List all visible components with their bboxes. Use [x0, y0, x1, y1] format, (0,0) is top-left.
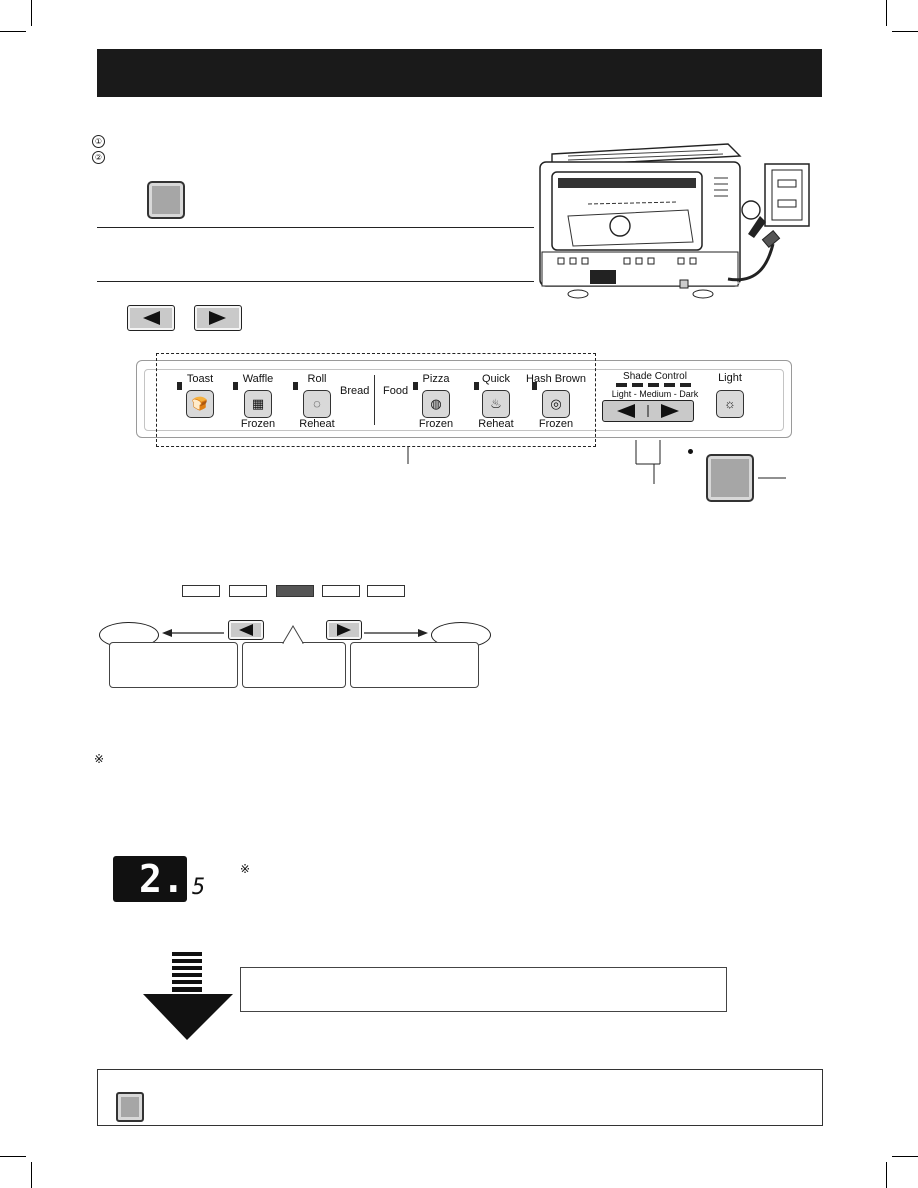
shade-level-3-selected [276, 585, 314, 597]
toast-led [177, 382, 182, 390]
divider [97, 227, 534, 228]
pizza-button[interactable]: ◍ [422, 390, 450, 418]
shade-scale-label: Light - Medium - Dark [611, 389, 699, 399]
roll-led [293, 382, 298, 390]
crop-mark [892, 31, 918, 32]
waffle-sublabel: Frozen [240, 418, 276, 430]
hash-brown-icon: ◎ [550, 396, 562, 411]
toast-label: Toast [186, 373, 214, 385]
callout-pointer [282, 625, 304, 644]
shade-arrows-icon [617, 404, 679, 418]
darker-description-box [350, 642, 479, 688]
toaster-oven-illustration [539, 143, 810, 299]
display-digit: 2. [139, 857, 185, 901]
shade-control-title: Shade Control [623, 371, 687, 382]
drumstick-icon: ♨ [490, 396, 502, 411]
pizza-label: Pizza [422, 373, 450, 385]
result-box [240, 967, 727, 1012]
start-button-illustration [116, 1092, 144, 1122]
right-arrow-button[interactable] [194, 305, 242, 331]
shade-level-5 [367, 585, 405, 597]
indicator-dot [688, 449, 693, 454]
hash-brown-sublabel: Frozen [538, 418, 574, 430]
pizza-sublabel: Frozen [418, 418, 454, 430]
shade-level-bar [616, 383, 627, 387]
roll-sublabel: Reheat [299, 418, 335, 430]
waffle-label: Waffle [242, 373, 274, 385]
food-buttons-highlight [156, 353, 596, 447]
info-box [97, 1069, 823, 1126]
toast-icon: 🍞 [191, 396, 209, 411]
shade-direction-arrows [162, 629, 428, 637]
right-arrow-icon [209, 311, 226, 325]
left-arrow-button[interactable] [127, 305, 175, 331]
crop-mark [0, 31, 26, 32]
shade-level-bar [680, 383, 691, 387]
medium-description-box [242, 642, 346, 688]
pizza-icon: ◍ [430, 396, 442, 411]
shade-level-2 [229, 585, 267, 597]
left-arrow-icon [239, 624, 253, 636]
hash-brown-led [532, 382, 537, 390]
quick-reheat-button[interactable]: ♨ [482, 390, 510, 418]
hash-brown-label: Hash Brown [526, 373, 586, 385]
down-arrow-icon [143, 952, 233, 1040]
digital-display: 2. [113, 856, 187, 902]
note-asterisk: ※ [240, 862, 251, 876]
divider [97, 281, 534, 282]
roll-icon: ◌ [313, 396, 321, 411]
shade-level-bar [648, 383, 659, 387]
waffle-button[interactable]: ▦ [244, 390, 272, 418]
quick-label: Quick [481, 373, 511, 385]
crop-mark [886, 0, 887, 26]
left-arrow-icon [143, 311, 160, 325]
step-2-marker: ② [92, 151, 105, 164]
light-button[interactable]: ☼ [716, 390, 744, 418]
waffle-icon: ▦ [251, 396, 265, 411]
control-panel [136, 360, 792, 438]
step-1-marker: ① [92, 135, 105, 148]
pizza-led [413, 382, 418, 390]
roll-label: Roll [307, 373, 327, 385]
shade-right-button[interactable] [326, 620, 362, 640]
shade-control-buttons[interactable] [602, 400, 694, 422]
page-header [97, 49, 822, 97]
food-label: Food [383, 385, 409, 397]
roll-button[interactable]: ◌ [303, 390, 331, 418]
crop-mark [892, 1156, 918, 1157]
crop-mark [31, 0, 32, 26]
quick-led [474, 382, 479, 390]
shade-level-1 [182, 585, 220, 597]
start-button-illustration [147, 181, 185, 219]
toast-button[interactable]: 🍞 [186, 390, 214, 418]
quick-sublabel: Reheat [478, 418, 514, 430]
panel-divider [374, 375, 375, 425]
right-arrow-icon [337, 624, 351, 636]
start-cancel-button[interactable] [706, 454, 754, 502]
note-asterisk: ※ [94, 752, 105, 766]
light-label: Light [718, 372, 742, 384]
shade-level-bar [632, 383, 643, 387]
light-bulb-icon: ☼ [724, 396, 736, 411]
bread-label: Bread [340, 385, 370, 397]
display-subdigit: 5 [192, 875, 206, 900]
control-panel-inner [144, 369, 784, 431]
shade-level-4 [322, 585, 360, 597]
shade-left-button[interactable] [228, 620, 264, 640]
crop-mark [0, 1156, 26, 1157]
hash-brown-button[interactable]: ◎ [542, 390, 570, 418]
waffle-led [233, 382, 238, 390]
lighter-description-box [109, 642, 238, 688]
crop-mark [31, 1162, 32, 1188]
callout-lines [407, 440, 786, 484]
shade-level-bar [664, 383, 675, 387]
crop-mark [886, 1162, 887, 1188]
